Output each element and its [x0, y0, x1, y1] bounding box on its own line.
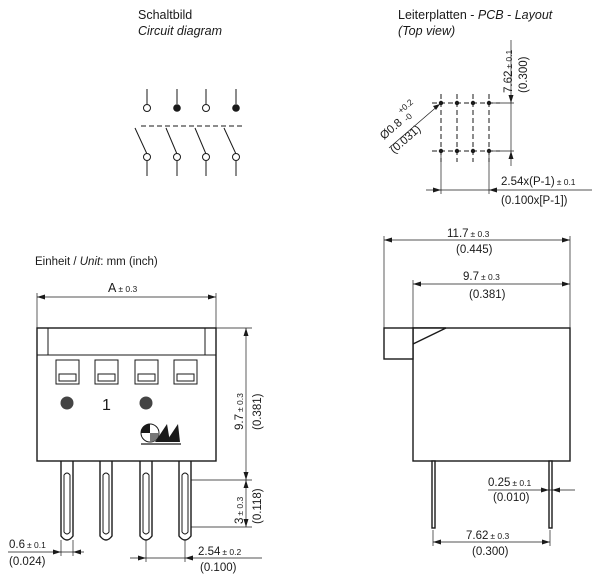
front-pin-one-marker: 1 [102, 397, 111, 414]
front-pins [60, 461, 192, 541]
side-view-section: 11.7± 0.3 (0.445) 9.7± 0.3 (0.381) [383, 228, 575, 558]
pcb-layout-section: Leiterplatten - PCB - Layout (Top view) [378, 8, 592, 207]
side-body-depth-inch: (0.381) [469, 289, 506, 301]
circuit-title-en: Circuit diagram [138, 24, 222, 38]
front-height-dimension: 9.7± 0.3 (0.381) [191, 327, 264, 481]
front-height-inch: (0.381) [252, 393, 264, 430]
front-pin-length-dimension: 3± 0.3 (0.118) [191, 480, 264, 528]
front-pin-width-label: 0.6± 0.1 [9, 539, 46, 551]
side-housing [383, 327, 571, 462]
front-housing: 1 [36, 327, 217, 462]
side-pin-thickness-inch: (0.010) [493, 492, 530, 504]
side-pin-pitch-dimension: 7.62± 0.3 (0.300) [432, 530, 551, 558]
side-pins [431, 460, 553, 529]
front-width-label: A± 0.3 [108, 281, 137, 295]
front-pin-length-label: 3± 0.3 [234, 496, 246, 524]
front-pin-pitch-inch: (0.100) [200, 562, 237, 574]
side-total-depth-inch: (0.445) [456, 244, 493, 256]
pcb-row-pitch-label: 7.62± 0.1 [503, 49, 515, 93]
front-pin-width-inch: (0.024) [9, 556, 46, 568]
side-pin-pitch-inch: (0.300) [472, 546, 509, 558]
manufacturer-logo [140, 423, 181, 445]
side-total-depth-label: 11.7± 0.3 [447, 228, 490, 240]
pcb-hole-diameter-dimension: Ø0.8 +0.2 -0 (0.031) [378, 97, 441, 156]
pcb-subtitle: (Top view) [398, 24, 455, 38]
circuit-diagram-section: Schaltbild Circuit diagram [134, 8, 244, 176]
front-pin-pitch-label: 2.54± 0.2 [198, 546, 242, 558]
side-body-depth-label: 9.7± 0.3 [463, 271, 500, 283]
side-pin-thickness-label: 0.25± 0.1 [488, 477, 532, 489]
pcb-column-span-label: 2.54x(P-1)± 0.1 [501, 176, 576, 188]
front-pin-pitch-dimension: 2.54± 0.2 (0.100) [130, 540, 262, 574]
pcb-title: Leiterplatten - PCB - Layout [398, 8, 553, 22]
pcb-column-span-inch: (0.100x[P-1]) [501, 195, 568, 207]
unit-note: Einheit / Unit: mm (inch) [35, 256, 158, 268]
front-height-label: 9.7± 0.3 [234, 393, 246, 430]
side-pin-thickness-dimension: 0.25± 0.1 (0.010) [488, 477, 575, 504]
front-pin-length-inch: (0.118) [252, 488, 264, 524]
side-pin-pitch-label: 7.62± 0.3 [466, 530, 510, 542]
side-total-depth-dimension: 11.7± 0.3 (0.445) [383, 228, 571, 330]
front-width-dimension: A± 0.3 [36, 281, 217, 330]
circuit-symbol [134, 89, 244, 176]
pcb-hole-grid [432, 94, 500, 162]
side-body-depth-dimension: 9.7± 0.3 (0.381) [412, 271, 570, 328]
pcb-row-pitch-dimension: 7.62± 0.1 (0.300) [492, 40, 530, 166]
front-pin-width-dimension: 0.6± 0.1 (0.024) [8, 539, 84, 568]
front-view-section: A± 0.3 1 [8, 281, 264, 574]
pcb-row-pitch-inch: (0.300) [518, 56, 530, 93]
circuit-title-de: Schaltbild [138, 8, 192, 22]
pcb-column-span-dimension: 2.54x(P-1)± 0.1 (0.100x[P-1]) [426, 155, 592, 207]
